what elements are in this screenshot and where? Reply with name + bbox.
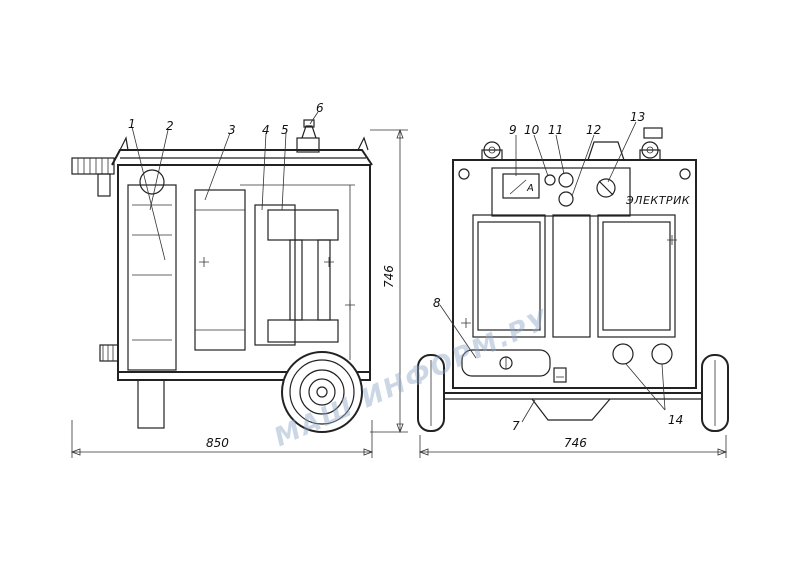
socket-top — [558, 172, 574, 188]
tow-bracket — [531, 398, 611, 421]
side-view — [71, 119, 373, 433]
control-panel — [491, 167, 631, 217]
label-11: 11 — [548, 123, 563, 137]
ammeter: A — [502, 173, 540, 199]
handle-spring — [71, 157, 115, 197]
label-7: 7 — [512, 419, 520, 433]
indicator-lamp — [544, 174, 556, 186]
dim-side-width: 850 — [206, 436, 229, 450]
transformer-block — [194, 189, 246, 351]
label-2: 2 — [166, 119, 174, 133]
label-14: 14 — [668, 413, 683, 427]
dim-front-width: 746 — [564, 436, 587, 450]
ground-terminal — [553, 367, 567, 383]
label-5: 5 — [281, 123, 289, 137]
front-dimensions: 746 — [418, 435, 728, 458]
support-leg — [137, 379, 165, 429]
label-1: 1 — [128, 117, 136, 131]
ammeter-unit: A — [526, 183, 534, 194]
front-labels: 9 10 11 12 13 8 7 14 — [433, 110, 683, 433]
output-socket-left — [612, 343, 634, 365]
vent-right — [597, 214, 676, 338]
label-12: 12 — [586, 123, 601, 137]
front-view: A ЭЛЕКТРИК — [417, 127, 729, 432]
terminal-block — [461, 349, 551, 377]
side-frame — [117, 164, 371, 381]
label-8: 8 — [433, 296, 441, 310]
top-clamp — [296, 119, 320, 153]
socket-bottom — [558, 191, 574, 207]
label-4: 4 — [262, 123, 270, 137]
label-9: 9 — [509, 123, 517, 137]
fan-part — [139, 169, 165, 195]
vent-left — [472, 214, 546, 338]
label-10: 10 — [524, 123, 540, 137]
brand-label: ЭЛЕКТРИК — [625, 194, 691, 207]
front-frame — [452, 159, 697, 389]
side-lid — [111, 149, 373, 166]
side-dimensions: 850 746 — [70, 128, 408, 458]
label-13: 13 — [630, 110, 645, 124]
core-yoke-top — [267, 209, 339, 241]
output-socket-right — [651, 343, 673, 365]
left-coil — [127, 184, 177, 371]
side-labels: 1 2 3 4 5 6 — [128, 101, 324, 261]
core-yoke-bottom — [267, 319, 339, 343]
dim-height: 746 — [382, 265, 396, 288]
vent-center — [552, 214, 591, 338]
front-clamp — [587, 141, 625, 161]
label-3: 3 — [228, 123, 236, 137]
side-wheel — [281, 351, 363, 433]
mode-switch — [596, 178, 616, 198]
label-6: 6 — [316, 101, 324, 115]
